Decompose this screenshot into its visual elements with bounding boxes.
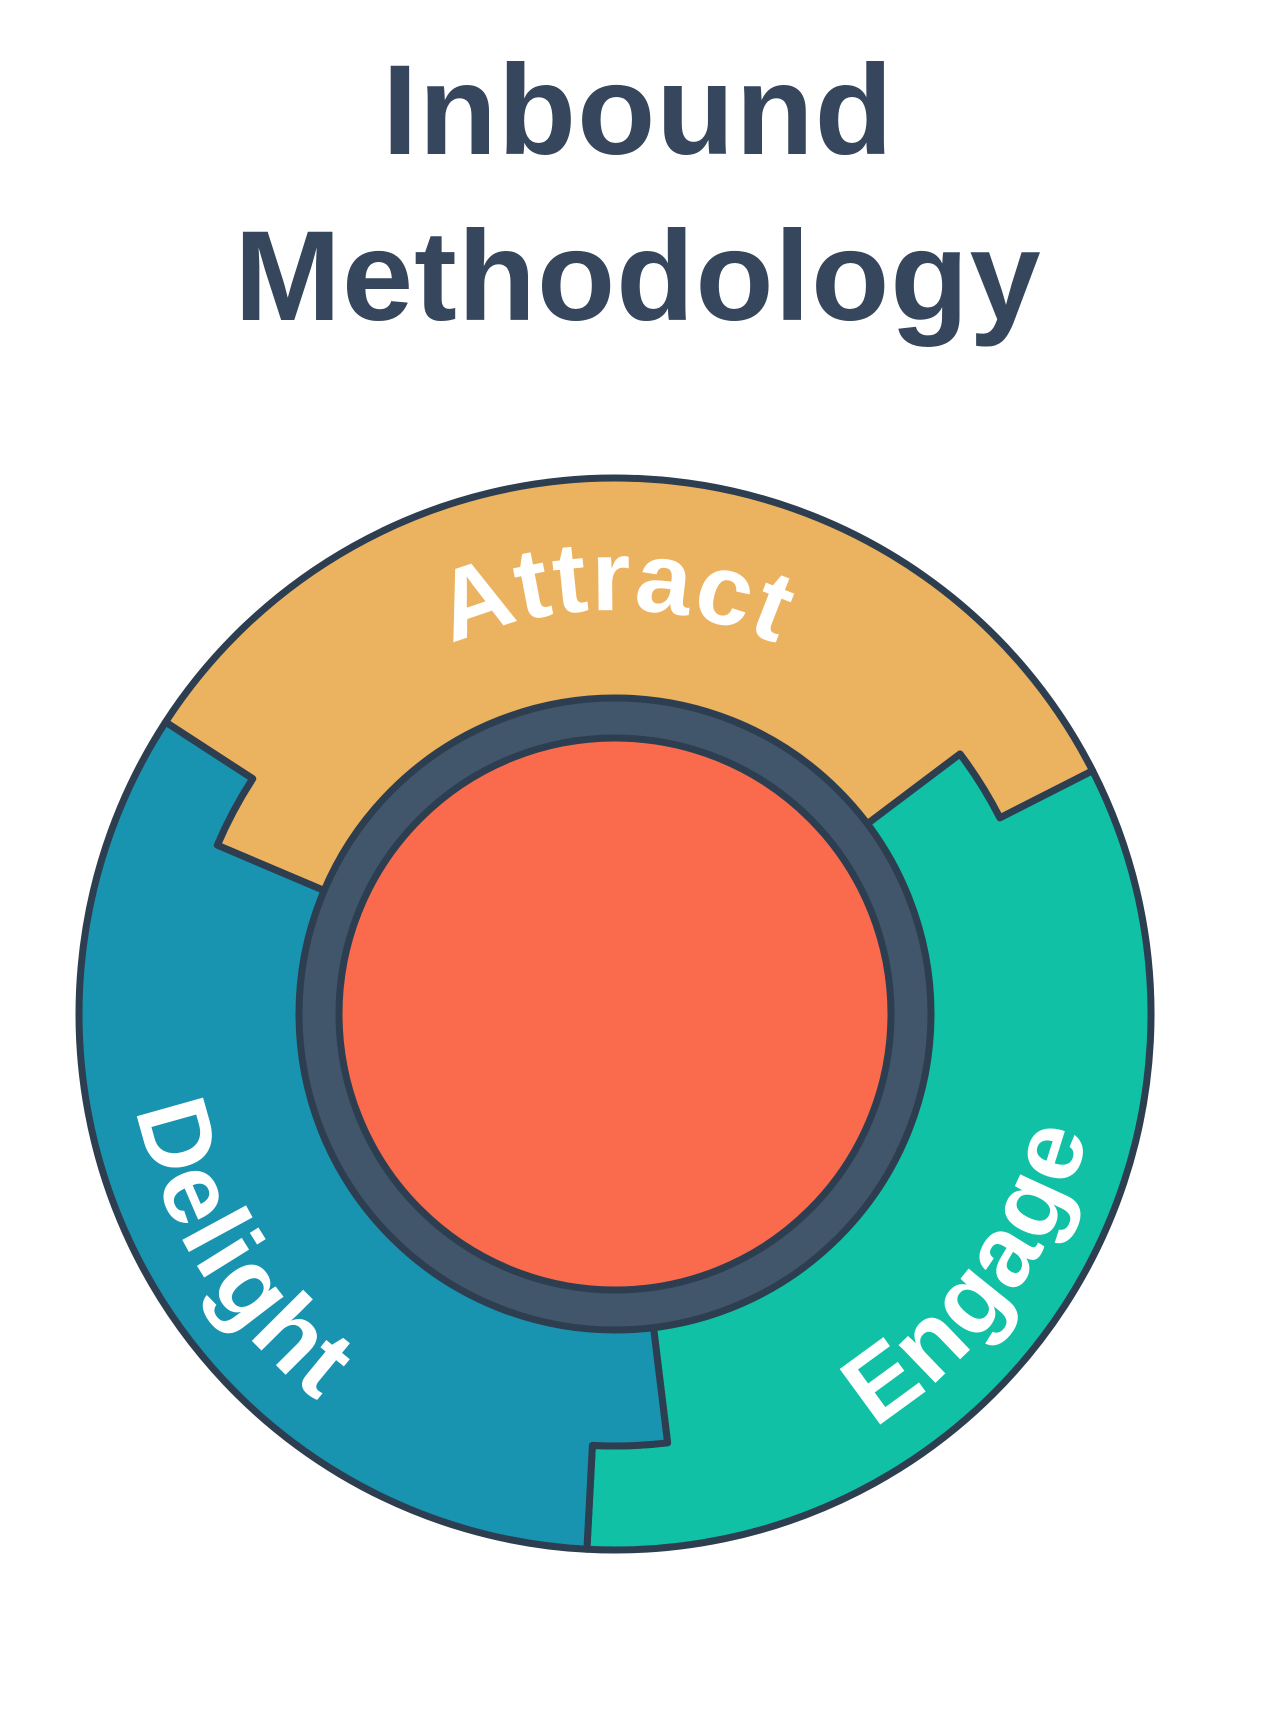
page-title: Inbound Methodology — [0, 28, 1276, 361]
title-line-2: Methodology — [234, 205, 1042, 349]
hub-center-circle — [335, 734, 895, 1294]
title-line-1: Inbound — [382, 39, 894, 182]
